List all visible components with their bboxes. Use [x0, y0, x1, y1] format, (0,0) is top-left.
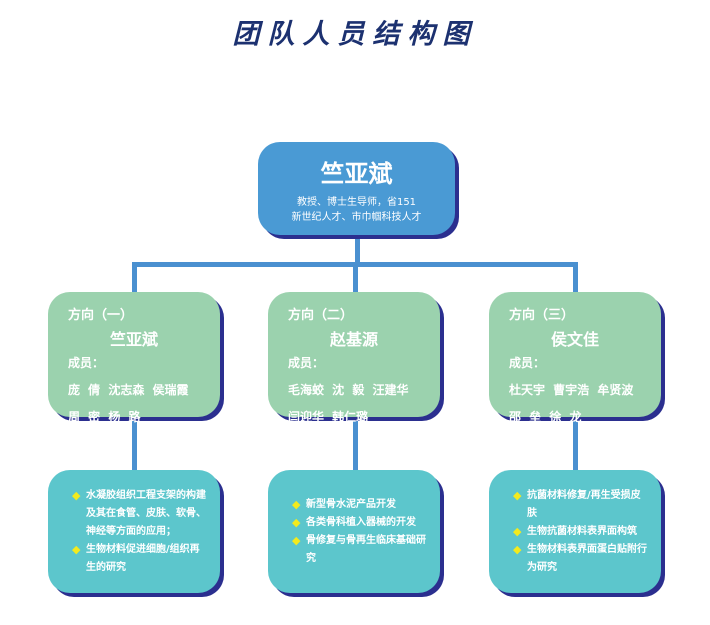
- members-row: 邵 垒 徐 龙: [509, 410, 582, 424]
- direction-lead: 侯文佳: [550, 330, 599, 349]
- research-text: 生物材料表界面蛋白贴附行为研究: [527, 543, 647, 573]
- research-item: ◆ 生物抗菌材料表界面构筑: [513, 523, 647, 541]
- direction-lead: 竺亚斌: [109, 330, 158, 349]
- research-item: ◆ 水凝胶组织工程支架的构建及其在食管、皮肤、软骨、神经等方面的应用；: [72, 487, 206, 541]
- research-item: ◆ 各类骨科植入器械的开发: [292, 514, 426, 532]
- direction-node: 方向（三） 侯文佳 成员： 杜天宇 曹宇浩 牟贤波 邵 垒 徐 龙: [489, 292, 661, 424]
- research-text: 抗菌材料修复/再生受损皮肤: [527, 489, 641, 519]
- members-row: 毛海蛟 沈 毅 汪建华: [288, 383, 409, 397]
- connector-line: [355, 235, 360, 265]
- diamond-bullet-icon: ◆: [513, 524, 522, 538]
- root-node: 竺亚斌 教授、博士生导师，省151 新世纪人才、市巾帼科技人才: [258, 142, 455, 235]
- diamond-bullet-icon: ◆: [292, 497, 301, 511]
- diamond-bullet-icon: ◆: [292, 533, 301, 547]
- research-node: ◆ 水凝胶组织工程支架的构建及其在食管、皮肤、软骨、神经等方面的应用； ◆ 生物材料促…: [48, 470, 220, 593]
- direction-node: 方向（一） 竺亚斌 成员： 庞 倩 沈志森 侯瑞霞 周 密 杨 路: [48, 292, 220, 424]
- connector-line: [353, 420, 358, 470]
- leader-name: 竺亚斌: [320, 160, 393, 188]
- research-item: ◆ 抗菌材料修复/再生受损皮肤: [513, 487, 647, 523]
- research-item: ◆ 生物材料促进细胞/组织再生的研究: [72, 541, 206, 577]
- research-item: ◆ 生物材料表界面蛋白贴附行为研究: [513, 541, 647, 577]
- page-title: 团队人员结构图: [232, 19, 478, 50]
- members-label: 成员：: [68, 356, 105, 370]
- diamond-bullet-icon: ◆: [513, 488, 522, 502]
- members-row: 闫迎华 韩仁璐: [288, 410, 369, 424]
- diamond-bullet-icon: ◆: [292, 515, 301, 529]
- research-text: 新型骨水泥产品开发: [306, 498, 396, 510]
- connector-line: [353, 262, 358, 292]
- direction-label: 方向（一）: [68, 308, 134, 323]
- members-row: 杜天宇 曹宇浩 牟贤波: [509, 383, 634, 397]
- members-label: 成员：: [288, 356, 325, 370]
- connector-line: [132, 420, 137, 470]
- diamond-bullet-icon: ◆: [513, 542, 522, 556]
- research-text: 水凝胶组织工程支架的构建及其在食管、皮肤、软骨、神经等方面的应用；: [86, 489, 206, 537]
- leader-desc-line: 新世纪人才、市巾帼科技人才: [291, 212, 422, 223]
- leader-desc-line: 教授、博士生导师，省151: [296, 197, 417, 208]
- connector-line: [573, 262, 578, 292]
- direction-label: 方向（二）: [288, 308, 354, 323]
- diamond-bullet-icon: ◆: [72, 542, 81, 556]
- research-item: ◆ 新型骨水泥产品开发: [292, 496, 426, 514]
- research-text: 生物抗菌材料表界面构筑: [527, 525, 637, 537]
- research-item: ◆ 骨修复与骨再生临床基础研究: [292, 532, 426, 568]
- leader-desc: 教授、博士生导师，省151 新世纪人才、市巾帼科技人才: [258, 195, 455, 225]
- research-text: 骨修复与骨再生临床基础研究: [306, 534, 426, 564]
- members-row: 周 密 杨 路: [68, 410, 141, 424]
- research-node: ◆ 抗菌材料修复/再生受损皮肤 ◆ 生物抗菌材料表界面构筑 ◆ 生物材料表界面蛋白贴附行为…: [489, 470, 661, 593]
- direction-label: 方向（三）: [509, 308, 575, 323]
- diamond-bullet-icon: ◆: [72, 488, 81, 502]
- direction-lead: 赵基源: [329, 330, 378, 349]
- members-row: 庞 倩 沈志森 侯瑞霞: [68, 383, 189, 397]
- connector-line: [132, 262, 137, 292]
- research-text: 各类骨科植入器械的开发: [306, 516, 416, 528]
- direction-node: 方向（二） 赵基源 成员： 毛海蛟 沈 毅 汪建华 闫迎华 韩仁璐: [268, 292, 440, 424]
- members-label: 成员：: [509, 356, 546, 370]
- research-text: 生物材料促进细胞/组织再生的研究: [86, 543, 200, 573]
- connector-line: [573, 420, 578, 470]
- research-node: ◆ 新型骨水泥产品开发 ◆ 各类骨科植入器械的开发 ◆ 骨修复与骨再生临床基础研究: [268, 470, 440, 593]
